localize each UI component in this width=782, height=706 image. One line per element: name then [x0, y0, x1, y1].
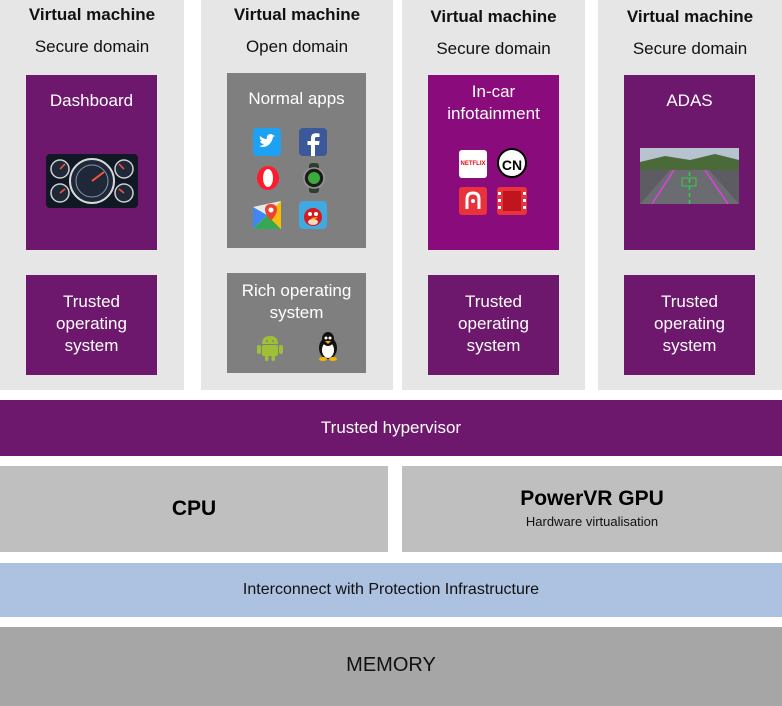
- os-label: Trusted operating system: [26, 291, 157, 357]
- interconnect-label: Interconnect with Protection Infrastruct…: [242, 581, 540, 598]
- vm-domain: Secure domain: [632, 39, 748, 58]
- vm-normal-apps: Virtual machine Open domain Normal apps: [201, 0, 393, 390]
- vm-title: Virtual machine: [430, 7, 557, 26]
- vm-dashboard: Virtual machine Secure domain Dashboard …: [0, 0, 184, 390]
- cpu-label: CPU: [171, 497, 217, 520]
- app-label: Normal apps: [248, 89, 345, 108]
- os-line: system: [466, 336, 521, 355]
- app-box-adas: ADAS: [624, 75, 755, 250]
- os-line: system: [662, 336, 717, 355]
- interconnect-layer: Interconnect with Protection Infrastruct…: [0, 563, 782, 617]
- app-line: infotainment: [447, 104, 540, 123]
- os-line: Trusted: [464, 292, 522, 311]
- memory-layer: MEMORY: [0, 627, 782, 706]
- vm-title: Virtual machine: [28, 5, 156, 24]
- os-label: Trusted operating system: [624, 291, 755, 357]
- linux-tux-icon: [319, 332, 337, 361]
- os-line: Rich operating: [241, 281, 352, 300]
- os-line: operating: [654, 314, 725, 333]
- hypervisor-label: Trusted hypervisor: [320, 418, 462, 437]
- app-box-normal-apps: Normal apps: [227, 73, 366, 248]
- gpu-title: PowerVR GPU: [520, 487, 664, 510]
- netflix-icon: NETFLIX: [459, 150, 487, 178]
- opera-icon: [257, 166, 279, 190]
- app-label: In-car infotainment: [428, 81, 559, 125]
- facebook-icon: [299, 128, 327, 156]
- vm-infotainment: Virtual machine Secure domain In-car inf…: [402, 0, 585, 390]
- os-label: Rich operating system: [227, 280, 366, 324]
- vm-domain: Secure domain: [436, 39, 551, 58]
- cpu-block: CPU: [0, 466, 388, 552]
- angry-birds-icon: [299, 201, 327, 229]
- app-label: Dashboard: [49, 91, 134, 110]
- os-line: system: [64, 336, 119, 355]
- gpu-subtitle: Hardware virtualisation: [525, 514, 659, 529]
- road-camera-view-icon: [640, 148, 739, 204]
- os-box-trusted: Trusted operating system: [428, 275, 559, 375]
- os-line: operating: [458, 314, 529, 333]
- os-line: Trusted: [62, 292, 120, 311]
- app-label: ADAS: [666, 91, 713, 110]
- video-film-icon: [497, 187, 527, 215]
- os-line: system: [269, 303, 324, 322]
- app-box-infotainment: In-car infotainment NETFLIX CN: [428, 75, 559, 250]
- os-line: operating: [56, 314, 127, 333]
- os-box-trusted: Trusted operating system: [26, 275, 157, 375]
- twitter-icon: [253, 128, 281, 156]
- gpu-block: PowerVR GPU Hardware virtualisation: [402, 466, 782, 552]
- vm-domain: Secure domain: [34, 37, 150, 56]
- vm-domain: Open domain: [245, 37, 349, 56]
- smartwatch-icon: [303, 163, 325, 193]
- vm-title: Virtual machine: [626, 7, 754, 26]
- vm-adas: Virtual machine Secure domain ADAS Trust…: [598, 0, 782, 390]
- music-app-icon: [459, 187, 487, 215]
- cartoon-network-icon: CN: [497, 148, 527, 178]
- os-line: Trusted: [660, 292, 718, 311]
- google-maps-icon: [253, 201, 281, 229]
- os-box-rich: Rich operating system: [227, 273, 366, 373]
- android-icon: [257, 336, 283, 361]
- vm-title: Virtual machine: [233, 5, 361, 24]
- app-line: In-car: [471, 82, 516, 101]
- hypervisor-layer: Trusted hypervisor: [0, 400, 782, 456]
- os-box-trusted: Trusted operating system: [624, 275, 755, 375]
- dashboard-gauges-icon: [46, 154, 138, 208]
- os-label: Trusted operating system: [428, 291, 559, 357]
- memory-label: MEMORY: [346, 654, 436, 676]
- app-box-dashboard: Dashboard: [26, 75, 157, 250]
